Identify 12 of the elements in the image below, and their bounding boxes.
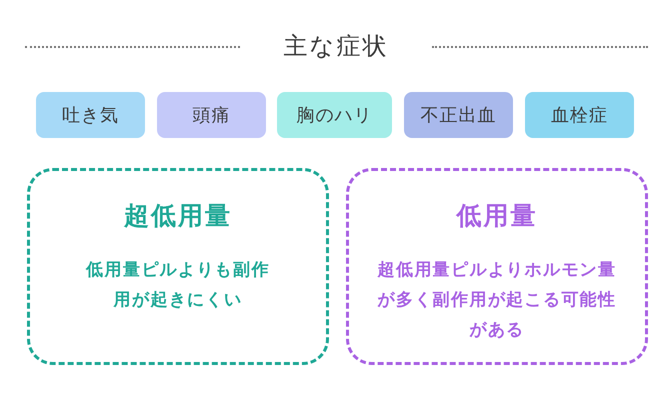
symptom-tag: 不正出血: [404, 92, 513, 138]
title: 主な症状: [282, 31, 390, 62]
category-card: [27, 168, 329, 365]
symptom-tag: 血栓症: [525, 92, 634, 138]
symptom-tag: 胸のハリ: [277, 92, 392, 138]
card-description: 低用量ピルよりも副作用が起きにくい: [86, 259, 270, 312]
symptom-tag: 吐き気: [36, 92, 145, 138]
card-heading: 超低用量: [124, 200, 232, 232]
symptom-tag: 頭痛: [157, 92, 266, 138]
card-heading: 低用量: [456, 200, 538, 232]
card-description: 超低用量ピルよりホルモン量が多く副作用が起こる可能性がある: [376, 259, 618, 342]
category-card: [346, 168, 648, 365]
